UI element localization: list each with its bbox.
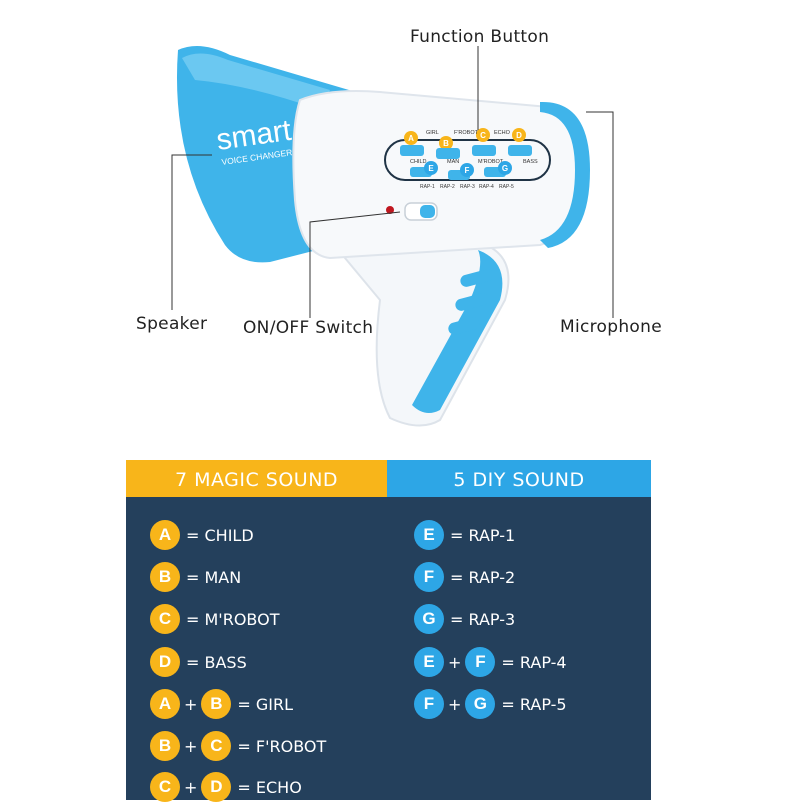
sound-label: = RAP-5 bbox=[501, 694, 567, 714]
microphone-line bbox=[586, 111, 614, 318]
sound-label: = RAP-2 bbox=[450, 567, 516, 587]
diy-row: E = RAP-1 bbox=[414, 519, 515, 551]
magic-row: C = M'ROBOT bbox=[150, 603, 279, 635]
sound-label: = RAP-4 bbox=[501, 652, 567, 672]
key-d bbox=[512, 128, 526, 142]
plus-sign: + bbox=[448, 652, 462, 672]
svg-text:B: B bbox=[443, 139, 449, 148]
svg-text:RAP-4: RAP-4 bbox=[479, 184, 494, 190]
key-g-badge: G bbox=[414, 604, 444, 634]
svg-text:C: C bbox=[480, 131, 486, 140]
magic-row: B + C = F'ROBOT bbox=[150, 730, 326, 762]
key-d-badge: D bbox=[201, 772, 232, 802]
function-buttons-bottom: E F G bbox=[410, 161, 512, 180]
device-body bbox=[292, 90, 582, 260]
callout-lines bbox=[171, 46, 614, 318]
key-b-badge: B bbox=[201, 689, 232, 719]
function-labels-mid: CHILD MAN M'ROBOT BASS bbox=[410, 159, 538, 165]
svg-text:A: A bbox=[408, 134, 414, 143]
plus-sign: + bbox=[184, 694, 198, 714]
svg-text:D: D bbox=[516, 131, 522, 140]
diy-row: E + F = RAP-4 bbox=[414, 646, 567, 678]
magic-row: A = CHILD bbox=[150, 519, 254, 551]
svg-text:BASS: BASS bbox=[523, 159, 538, 165]
function-labels-top: GIRL F'ROBOT ECHO bbox=[426, 130, 511, 136]
svg-text:RAP-5: RAP-5 bbox=[499, 184, 514, 190]
svg-text:ECHO: ECHO bbox=[494, 130, 511, 136]
sound-label: = RAP-3 bbox=[450, 609, 516, 629]
key-c-badge: C bbox=[150, 604, 180, 634]
key-f bbox=[460, 163, 474, 177]
diy-row: F = RAP-2 bbox=[414, 561, 515, 593]
sound-table: 7 MAGIC SOUND 5 DIY SOUND A = CHILD B = … bbox=[126, 460, 651, 803]
svg-text:MAN: MAN bbox=[447, 159, 459, 165]
svg-text:G: G bbox=[502, 164, 508, 173]
callout-function-button: Function Button bbox=[410, 27, 550, 47]
svg-text:M'ROBOT: M'ROBOT bbox=[478, 159, 504, 165]
diy-row: F + G = RAP-5 bbox=[414, 688, 567, 720]
sound-label: = ECHO bbox=[237, 777, 302, 797]
key-g bbox=[498, 161, 512, 175]
svg-text:CHILD: CHILD bbox=[410, 159, 427, 165]
plus-sign: + bbox=[184, 736, 198, 756]
key-b-badge: B bbox=[150, 562, 180, 592]
plus-sign: + bbox=[448, 694, 462, 714]
onoff-line bbox=[309, 211, 401, 318]
handle-grip-2 bbox=[455, 293, 489, 311]
key-e-badge: E bbox=[414, 520, 444, 550]
key-a-badge: A bbox=[150, 520, 180, 550]
magic-row: A + B = GIRL bbox=[150, 688, 293, 720]
power-led bbox=[386, 206, 394, 214]
handle-grip-3 bbox=[448, 317, 480, 335]
callout-speaker: Speaker bbox=[136, 314, 208, 334]
magic-row: C + D = ECHO bbox=[150, 771, 302, 803]
sound-label: = RAP-1 bbox=[450, 525, 516, 545]
key-d-badge: D bbox=[150, 647, 180, 677]
key-c bbox=[476, 128, 490, 142]
svg-text:RAP-3: RAP-3 bbox=[460, 184, 475, 190]
sound-label: = M'ROBOT bbox=[186, 609, 280, 629]
function-panel bbox=[384, 139, 551, 181]
key-b-badge: B bbox=[150, 731, 180, 761]
callout-microphone: Microphone bbox=[560, 317, 662, 337]
magic-row: B = MAN bbox=[150, 561, 241, 593]
svg-text:F: F bbox=[465, 166, 470, 175]
sound-label: = F'ROBOT bbox=[237, 736, 327, 756]
key-f-badge: F bbox=[414, 562, 444, 592]
key-c-badge: C bbox=[201, 731, 232, 761]
callout-onoff-switch: ON/OFF Switch bbox=[243, 318, 374, 338]
svg-text:RAP-2: RAP-2 bbox=[440, 184, 455, 190]
sound-label: = GIRL bbox=[237, 694, 294, 714]
speaker-line bbox=[171, 154, 212, 310]
magic-sound-header: 7 MAGIC SOUND bbox=[126, 460, 387, 497]
key-b bbox=[439, 136, 453, 150]
device-handle bbox=[327, 239, 510, 427]
svg-text:GIRL: GIRL bbox=[426, 130, 439, 136]
sound-label: = BASS bbox=[186, 652, 247, 672]
plus-sign: + bbox=[184, 777, 198, 797]
key-f-badge: F bbox=[465, 647, 496, 677]
key-c-badge: C bbox=[150, 772, 180, 802]
microphone-cap bbox=[540, 101, 590, 248]
sound-label: = CHILD bbox=[186, 525, 254, 545]
key-f-badge: F bbox=[414, 689, 444, 719]
speaker-cone-highlight bbox=[182, 53, 330, 110]
key-a-badge: A bbox=[150, 689, 180, 719]
key-e bbox=[424, 161, 438, 175]
diy-sound-header: 5 DIY SOUND bbox=[387, 460, 651, 497]
function-labels-bottom: RAP-1 RAP-2 RAP-3 RAP-4 RAP-5 bbox=[420, 184, 514, 190]
voice-changer-illustration: smart VOICE CHANGER A B C D GIRL F'ROBOT… bbox=[171, 46, 614, 427]
function-buttons-top: A B C D bbox=[400, 128, 532, 159]
handle-grip-1 bbox=[460, 269, 494, 287]
sound-label: = MAN bbox=[186, 567, 242, 587]
key-g-badge: G bbox=[465, 689, 496, 719]
svg-text:RAP-1: RAP-1 bbox=[420, 184, 435, 190]
key-a bbox=[404, 131, 418, 145]
key-e-badge: E bbox=[414, 647, 444, 677]
svg-text:F'ROBOT: F'ROBOT bbox=[454, 130, 479, 136]
diy-row: G = RAP-3 bbox=[414, 603, 515, 635]
magic-row: D = BASS bbox=[150, 646, 247, 678]
svg-text:E: E bbox=[428, 164, 434, 173]
